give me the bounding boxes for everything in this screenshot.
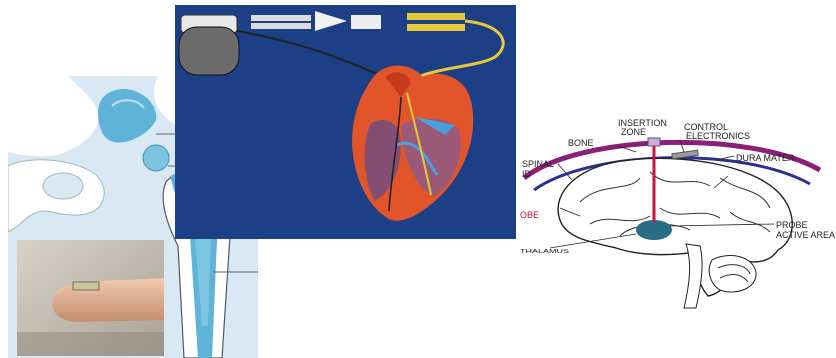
label-spinal: SPINAL [522,159,554,169]
label-dura-mater: DURA MATER [736,153,794,163]
finger-chip-photo [17,240,164,356]
yellow-lead [407,13,465,20]
pacemaker-device [179,27,239,75]
label-active-area: ACTIVE AREA [776,230,835,240]
acetabular-cup [98,89,156,143]
microchip [73,282,99,290]
label-zone: ZONE [621,127,646,137]
femoral-head [143,145,169,171]
insertion-zone [648,138,660,146]
label-probe-left: OBE [520,210,539,220]
label-thalamus: THALAMUS [520,248,569,254]
thalamus [636,220,672,240]
brain-probe-diagram: INSERTION ZONE CONTROL ELECTRONICS BONE … [520,112,836,320]
label-electronics: ELECTRONICS [686,131,750,141]
brain-outline [558,158,792,296]
pelvis-bone [8,76,98,156]
label-id: ID [522,169,531,179]
label-bone: BONE [568,138,594,148]
pacemaker-heart-illustration [175,5,516,239]
label-probe-right: PROBE [776,220,808,230]
